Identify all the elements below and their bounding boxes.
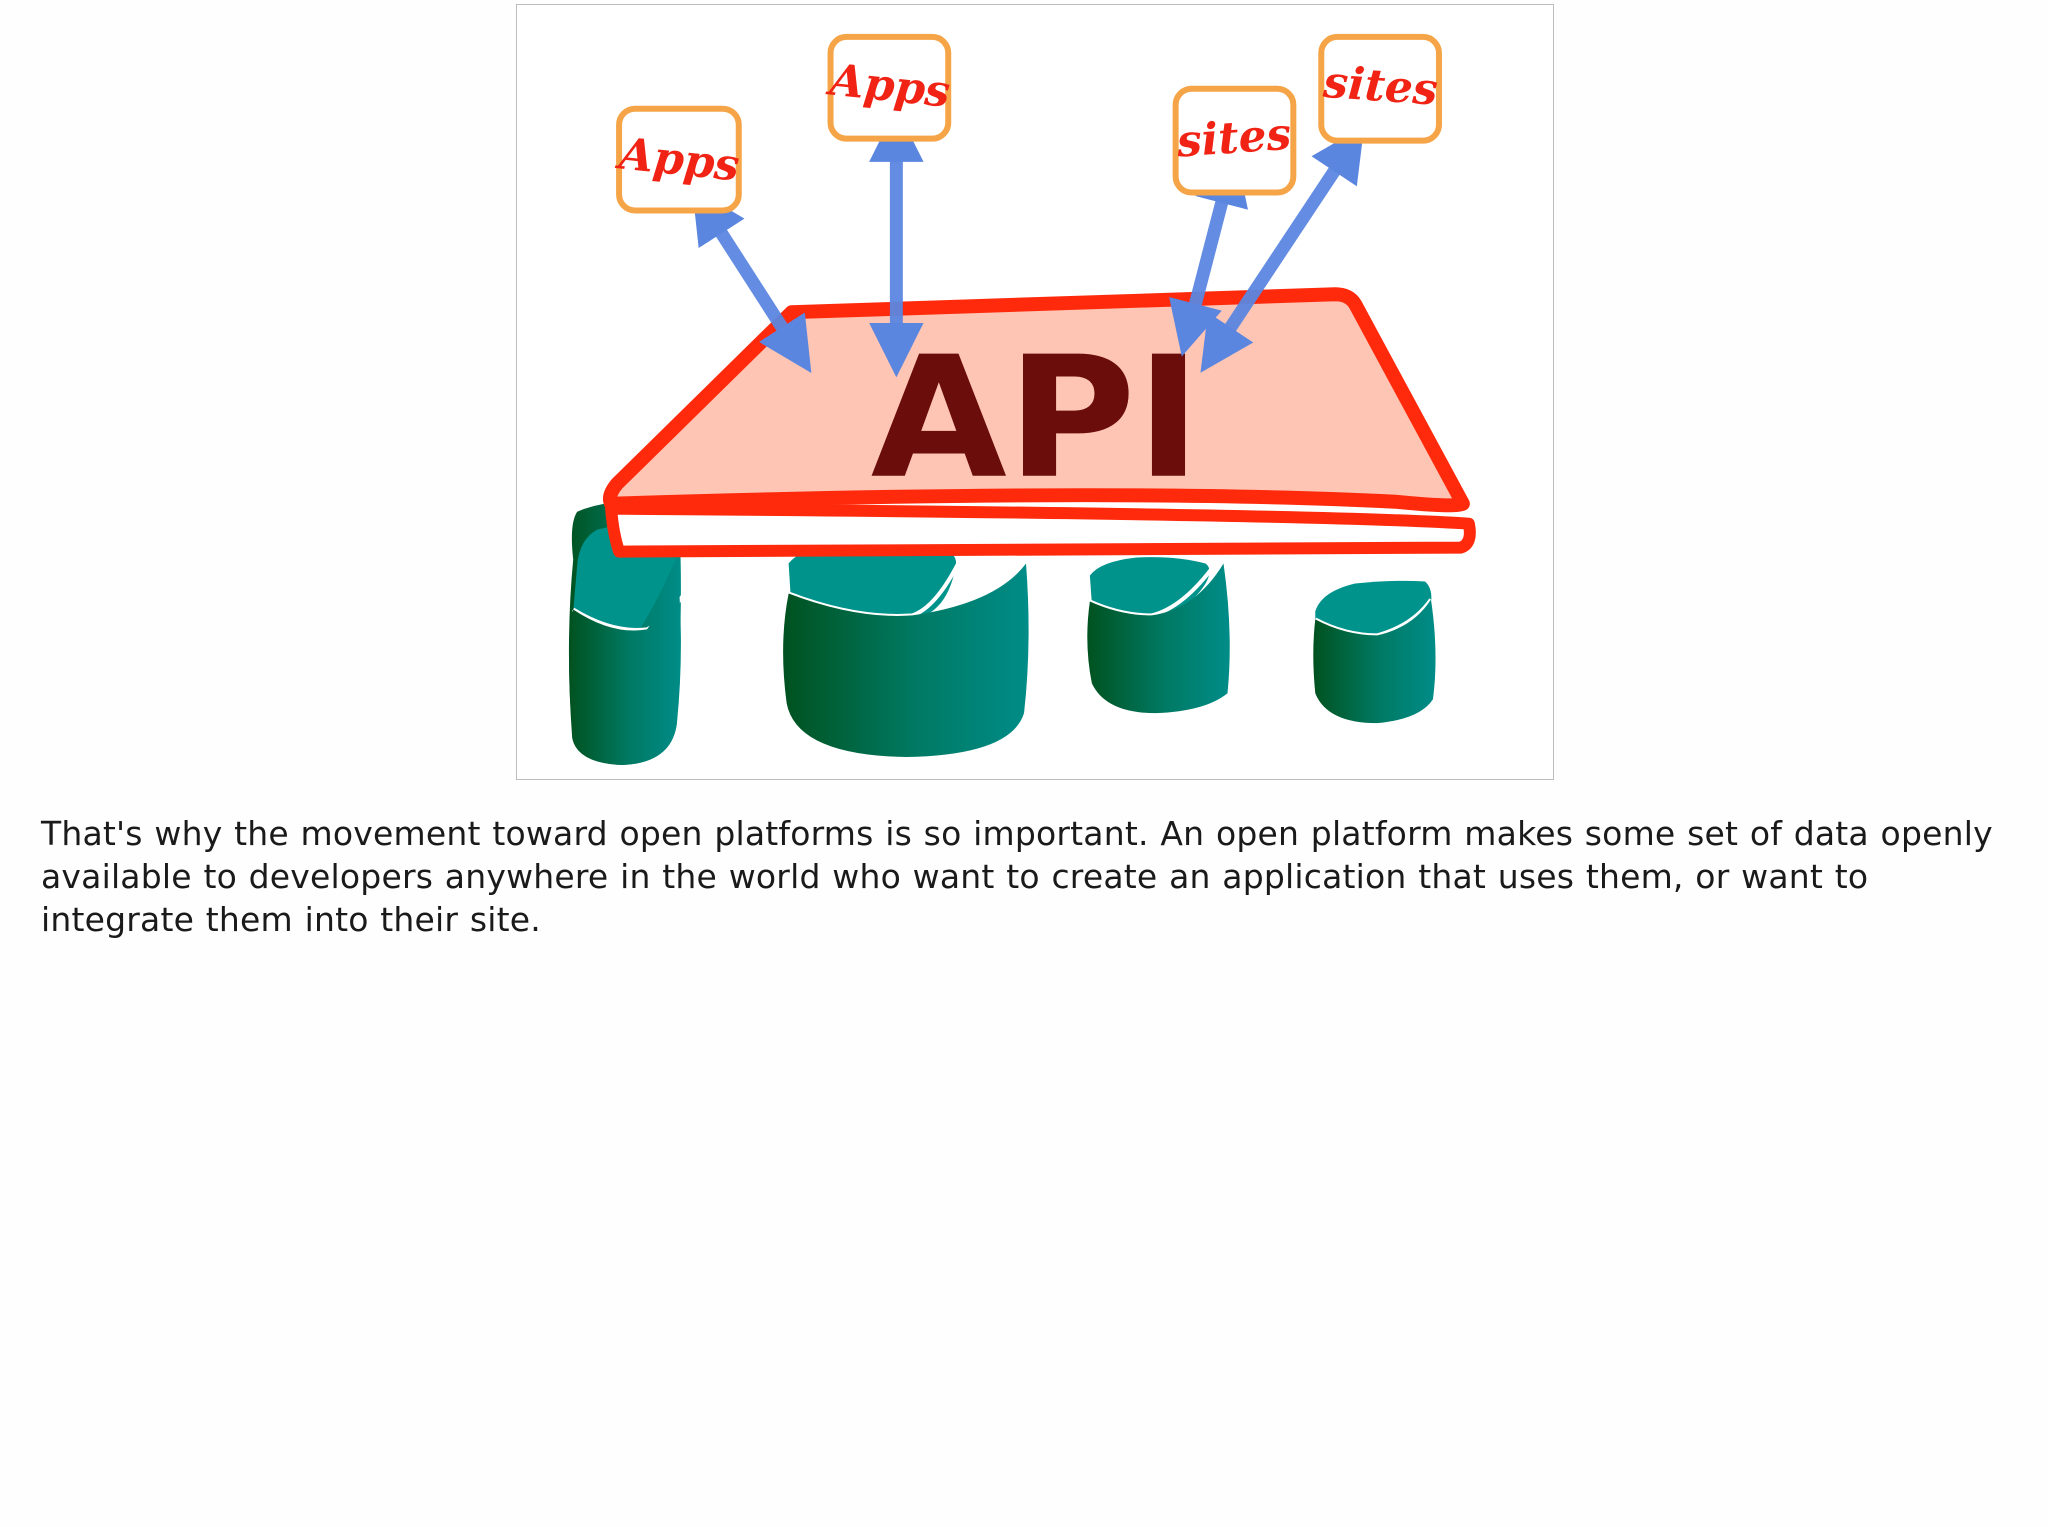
apps-box-1: Apps xyxy=(613,105,742,214)
api-platform-diagram: API Apps Apps sites sites xyxy=(568,33,1476,766)
sites-box-1: sites xyxy=(1172,85,1297,196)
sites-box-1-label: sites xyxy=(1174,109,1293,168)
database-drum-3 xyxy=(1087,557,1230,714)
sites-box-2: sites xyxy=(1318,33,1442,144)
speaker-notes: That's why the movement toward open plat… xyxy=(41,814,1993,939)
sites-box-2-label: sites xyxy=(1321,57,1440,116)
api-platform: API xyxy=(602,287,1476,558)
arrow-apps-1 xyxy=(692,187,812,374)
arrow-sites-2 xyxy=(1200,125,1365,373)
slide-image: API Apps Apps sites sites xyxy=(516,4,1554,780)
api-label: API xyxy=(871,321,1202,516)
connection-arrows xyxy=(692,107,1365,378)
apps-box-2: Apps xyxy=(824,33,952,142)
database-drum-2 xyxy=(783,540,1029,758)
database-drum-4 xyxy=(1313,580,1436,724)
